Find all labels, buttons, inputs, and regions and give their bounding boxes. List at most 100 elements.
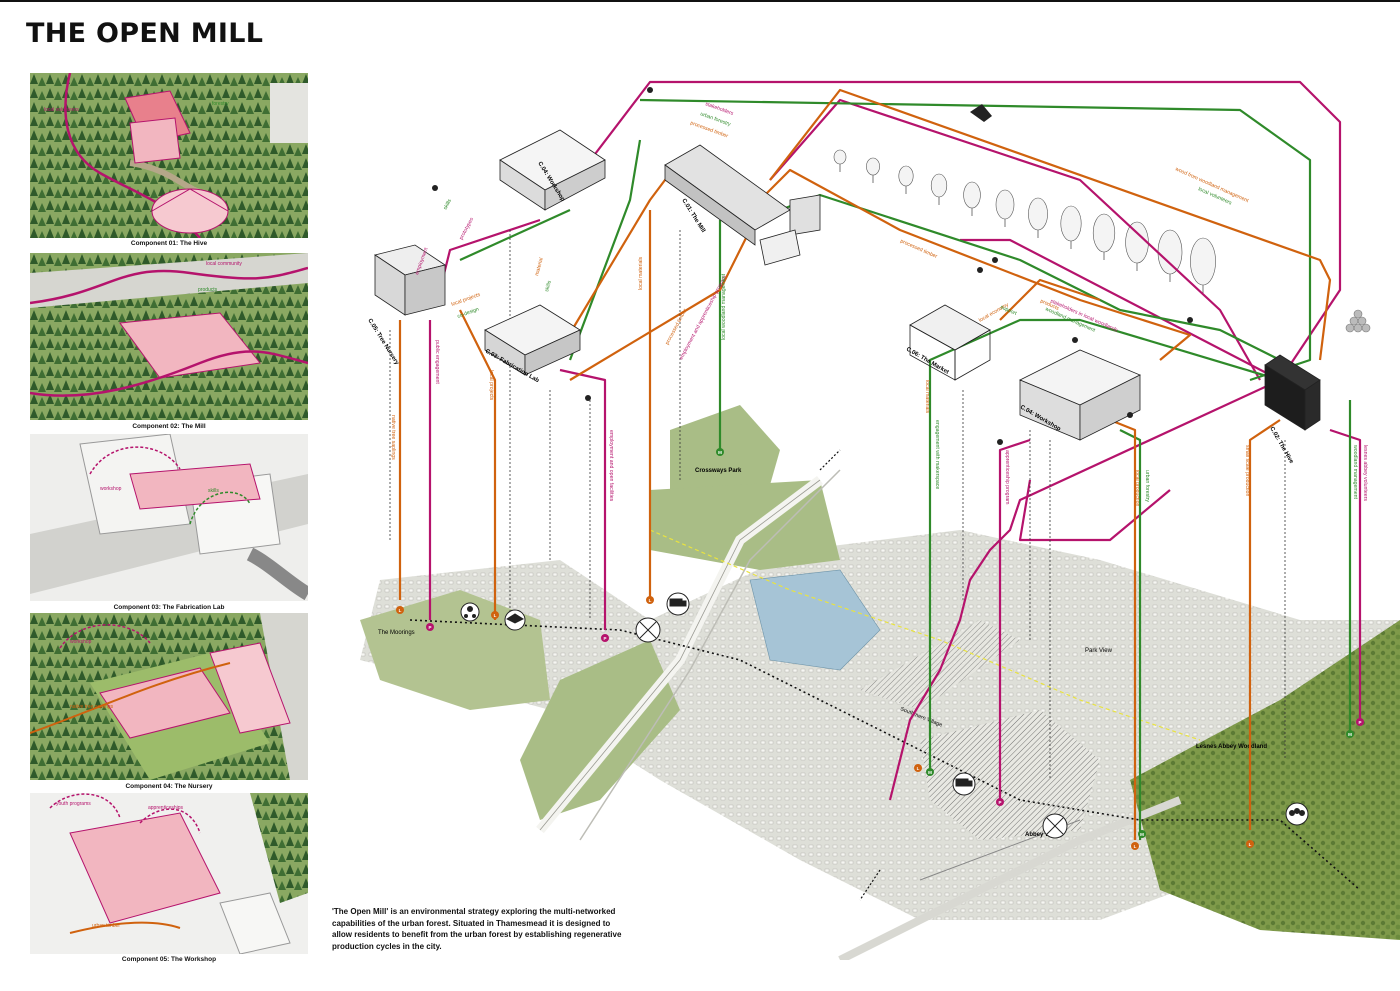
southmere-hatched [920, 710, 1100, 840]
flow-marker: M [1138, 830, 1146, 838]
flow-marker-letter: L [917, 766, 920, 771]
place-moorings: The Moorings [378, 630, 415, 636]
flow-marker-letter: M [1140, 832, 1144, 837]
component-caption: Component 04: The Nursery [125, 783, 213, 790]
tree-icon [930, 173, 948, 205]
panel4-label-workshop: workshop [70, 639, 92, 645]
lesnes-abbey-woodland [1130, 620, 1400, 940]
component-caption: Component 05: The Workshop [121, 956, 217, 963]
flow-local-production: local production [1134, 470, 1140, 506]
tree-icon [963, 181, 981, 216]
place-crossways: Crossways Park [695, 468, 742, 474]
flow-marker-letter: P [428, 625, 431, 630]
southmere-lake [749, 569, 881, 671]
flow-marker-letter: L [1134, 844, 1137, 849]
flow-small-scale: small scale production [1244, 445, 1250, 496]
flow-marker-letter: P [603, 636, 606, 641]
people-network-icon [460, 602, 480, 622]
flow-public-engagement: public engagement [434, 340, 440, 384]
flow-marker: L [914, 764, 922, 772]
label-tree-nursery: C.05: Tree Nursery [366, 318, 400, 367]
flow-markers: L P L P L M L M P L M L M P [396, 448, 1364, 850]
tree-icon [995, 189, 1015, 227]
flow-marker-letter: P [1358, 720, 1361, 725]
panel3-label-workshop: workshop [100, 486, 122, 492]
flow-marker: P [426, 623, 434, 631]
flow-marker: L [1246, 840, 1254, 848]
flow-urban-forestry-2: urban forestry [1144, 470, 1150, 502]
panel1-label-volunteers: local volunteers [44, 107, 79, 113]
panel5-label-apprentice: apprenticeships [148, 805, 184, 811]
flow-lesnes-volunteers: lesnes abbey volunteers [1362, 445, 1368, 501]
panel3-label-skills: skills [208, 488, 219, 494]
truck-icon [666, 592, 690, 616]
tree-icon [1092, 213, 1116, 260]
panel5-label-youth: youth programs [56, 801, 91, 807]
building-the-market [909, 304, 991, 351]
component-panel-mill: local community products [30, 253, 308, 420]
education-icon [504, 609, 526, 631]
flow-marker: P [996, 798, 1004, 806]
flow-marker: P [601, 634, 609, 642]
flow-marker: L [396, 606, 404, 614]
label-the-market: C.06: The Market [905, 347, 950, 376]
label-the-hive: C.02: The Hive [1268, 426, 1294, 465]
component-caption: Component 03: The Fabrication Lab [113, 604, 225, 611]
moorings-green [360, 590, 550, 710]
panel4-label-saplings: native tree saplings [70, 704, 114, 710]
flow-marker: M [716, 448, 724, 456]
flow-material: material [534, 257, 545, 276]
flow-local-woodland: local woodland management [721, 273, 727, 340]
flow-marker-letter: L [649, 598, 652, 603]
component-panel-nursery: native tree saplings workshop [30, 613, 308, 780]
tree-icon [898, 165, 914, 194]
component-panel-fablab: workshop skills [30, 434, 308, 601]
bird-icon [970, 104, 992, 122]
flow-local-projects: local projects [451, 292, 482, 308]
log-pile-icon [1345, 309, 1371, 333]
flow-marker-letter: L [1249, 842, 1252, 847]
flow-marker: P [1356, 718, 1364, 726]
panel1-label-forestry: forestry [212, 101, 229, 107]
tree-icon [1125, 221, 1149, 271]
place-park-view: Park View [1085, 648, 1113, 654]
flow-marker: M [1346, 730, 1354, 738]
flow-local-projects-2: local projects [488, 370, 494, 401]
flow-marker-letter: L [494, 613, 497, 618]
truck-icon [952, 772, 976, 796]
place-lesnes: Lesnes Abbey Woodland [1196, 744, 1267, 750]
tools-icon [1042, 813, 1068, 839]
tools-icon [635, 617, 661, 643]
flow-prototypes: prototypes [458, 216, 475, 241]
component-caption: Component 01: The Hive [130, 240, 208, 247]
park-strip [650, 480, 840, 570]
flow-marker-letter: M [928, 770, 932, 775]
flow-wood-woodland: wood from woodland management [1174, 166, 1250, 204]
flow-skills-2: skills [544, 280, 553, 293]
flow-processed-timber-3: processed timber [664, 308, 688, 346]
flow-marker: L [646, 596, 654, 604]
panel2-label-products: products [198, 287, 218, 293]
main-axonometric-diagram: Crossways Park The Moorings Park View Le… [360, 80, 1400, 960]
hatched-block [860, 620, 1020, 710]
place-abbey-wood: Abbey Wood [1025, 832, 1062, 838]
project-description: 'The Open Mill' is an environmental stra… [332, 907, 622, 951]
flow-marker-letter: P [998, 800, 1001, 805]
flow-woodland-management-2: woodland management [1352, 445, 1358, 499]
flow-engagement-makerspace: engagement with makerspace [934, 420, 940, 489]
tree-row [833, 149, 1216, 293]
flow-marker: L [491, 611, 499, 619]
panel5-label-timber: urban timber [92, 923, 120, 929]
flow-marker-letter: M [1348, 732, 1352, 737]
tree-icon [1028, 197, 1048, 238]
top-rule [0, 0, 1400, 2]
flow-apprenticeship-program: apprenticeship program [1004, 450, 1010, 505]
flow-skills: skills [442, 198, 453, 211]
forest-icon [1285, 802, 1309, 826]
tree-icon [1190, 237, 1216, 293]
flow-local-materials: local materials [638, 256, 644, 290]
page-title: THE OPEN MILL [26, 18, 264, 49]
flow-local-materials-2: local materials [924, 380, 930, 414]
flow-employment-open: employment and open facilities [608, 430, 614, 502]
component-panel-hive: forestry local volunteers [30, 73, 308, 238]
